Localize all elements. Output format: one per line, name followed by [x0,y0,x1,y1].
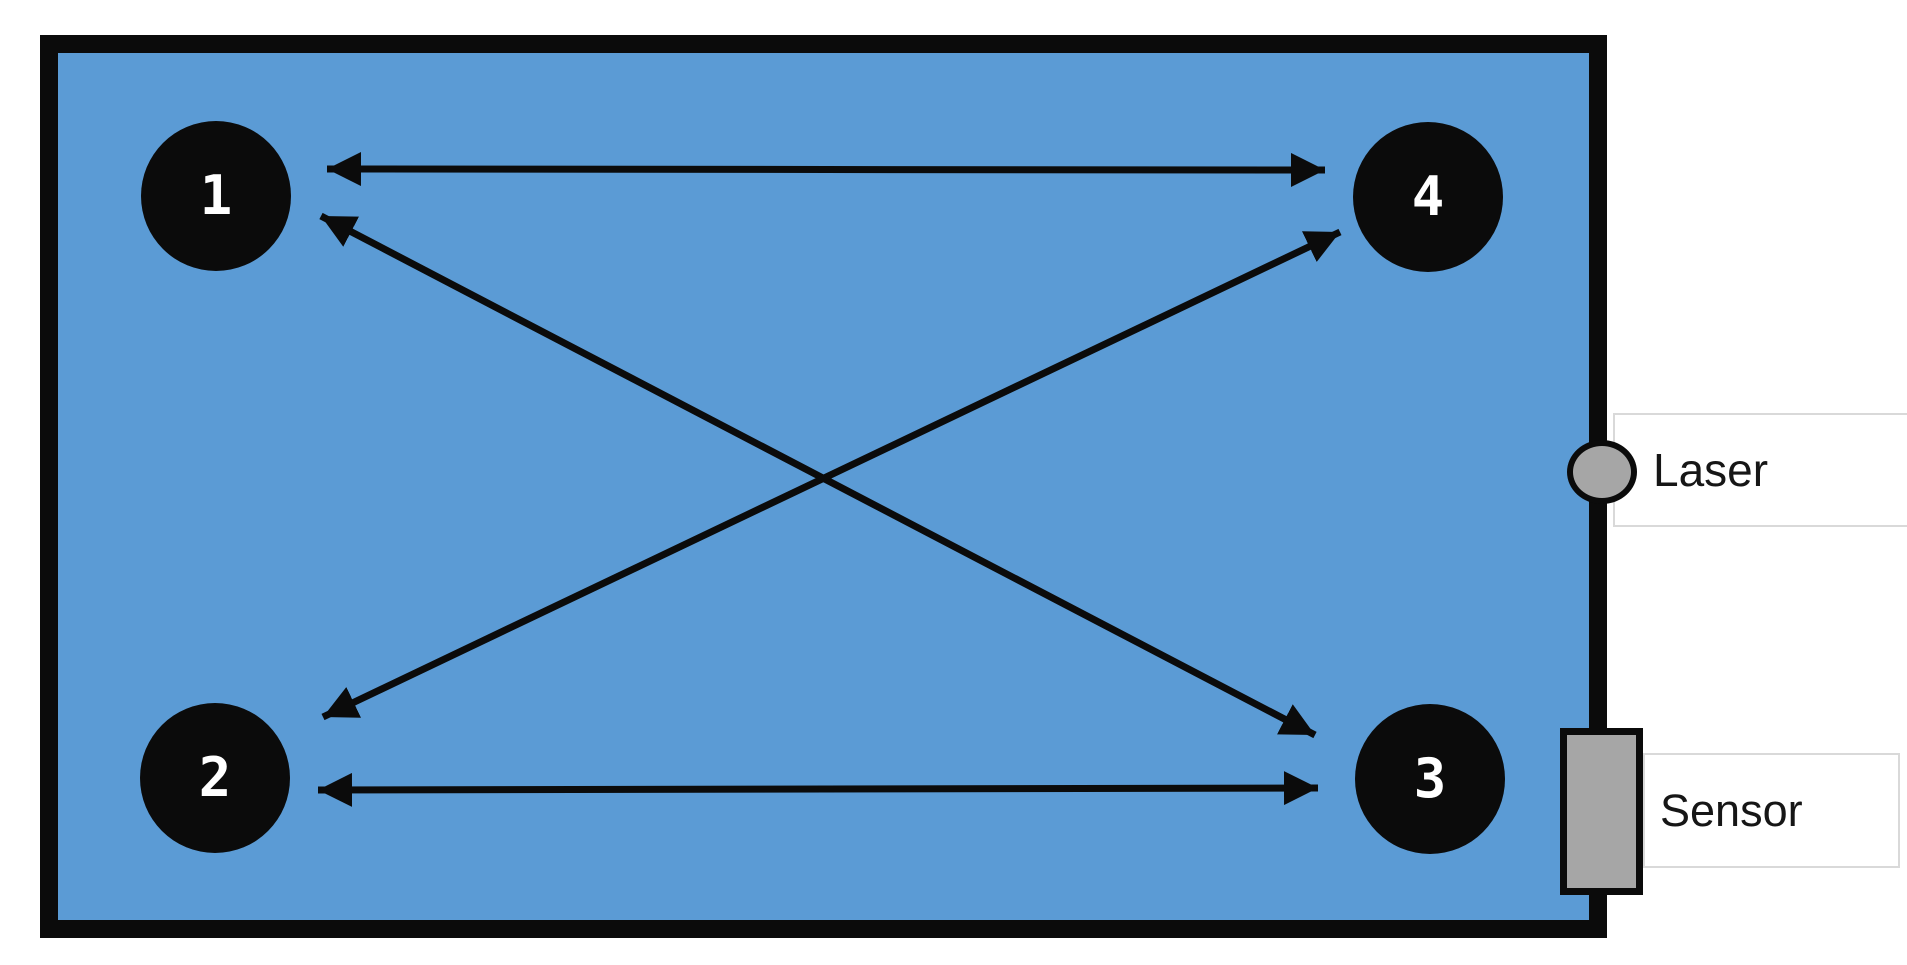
sensor-label-text: Sensor [1660,784,1803,836]
sensor-label: Sensor [1643,753,1900,868]
node-circle-4: 4 [1353,122,1503,272]
node-circle-1: 1 [141,121,291,271]
laser-label: Laser [1613,413,1907,527]
node-label: 3 [1413,747,1447,810]
node-label: 1 [199,164,233,227]
node-circle-2: 2 [140,703,290,853]
laser-label-text: Laser [1653,444,1769,496]
node-label: 2 [198,746,232,809]
node-circle-3: 3 [1355,704,1505,854]
sensor-icon [1560,728,1643,895]
laser-icon [1567,440,1637,504]
node-label: 4 [1411,165,1445,228]
